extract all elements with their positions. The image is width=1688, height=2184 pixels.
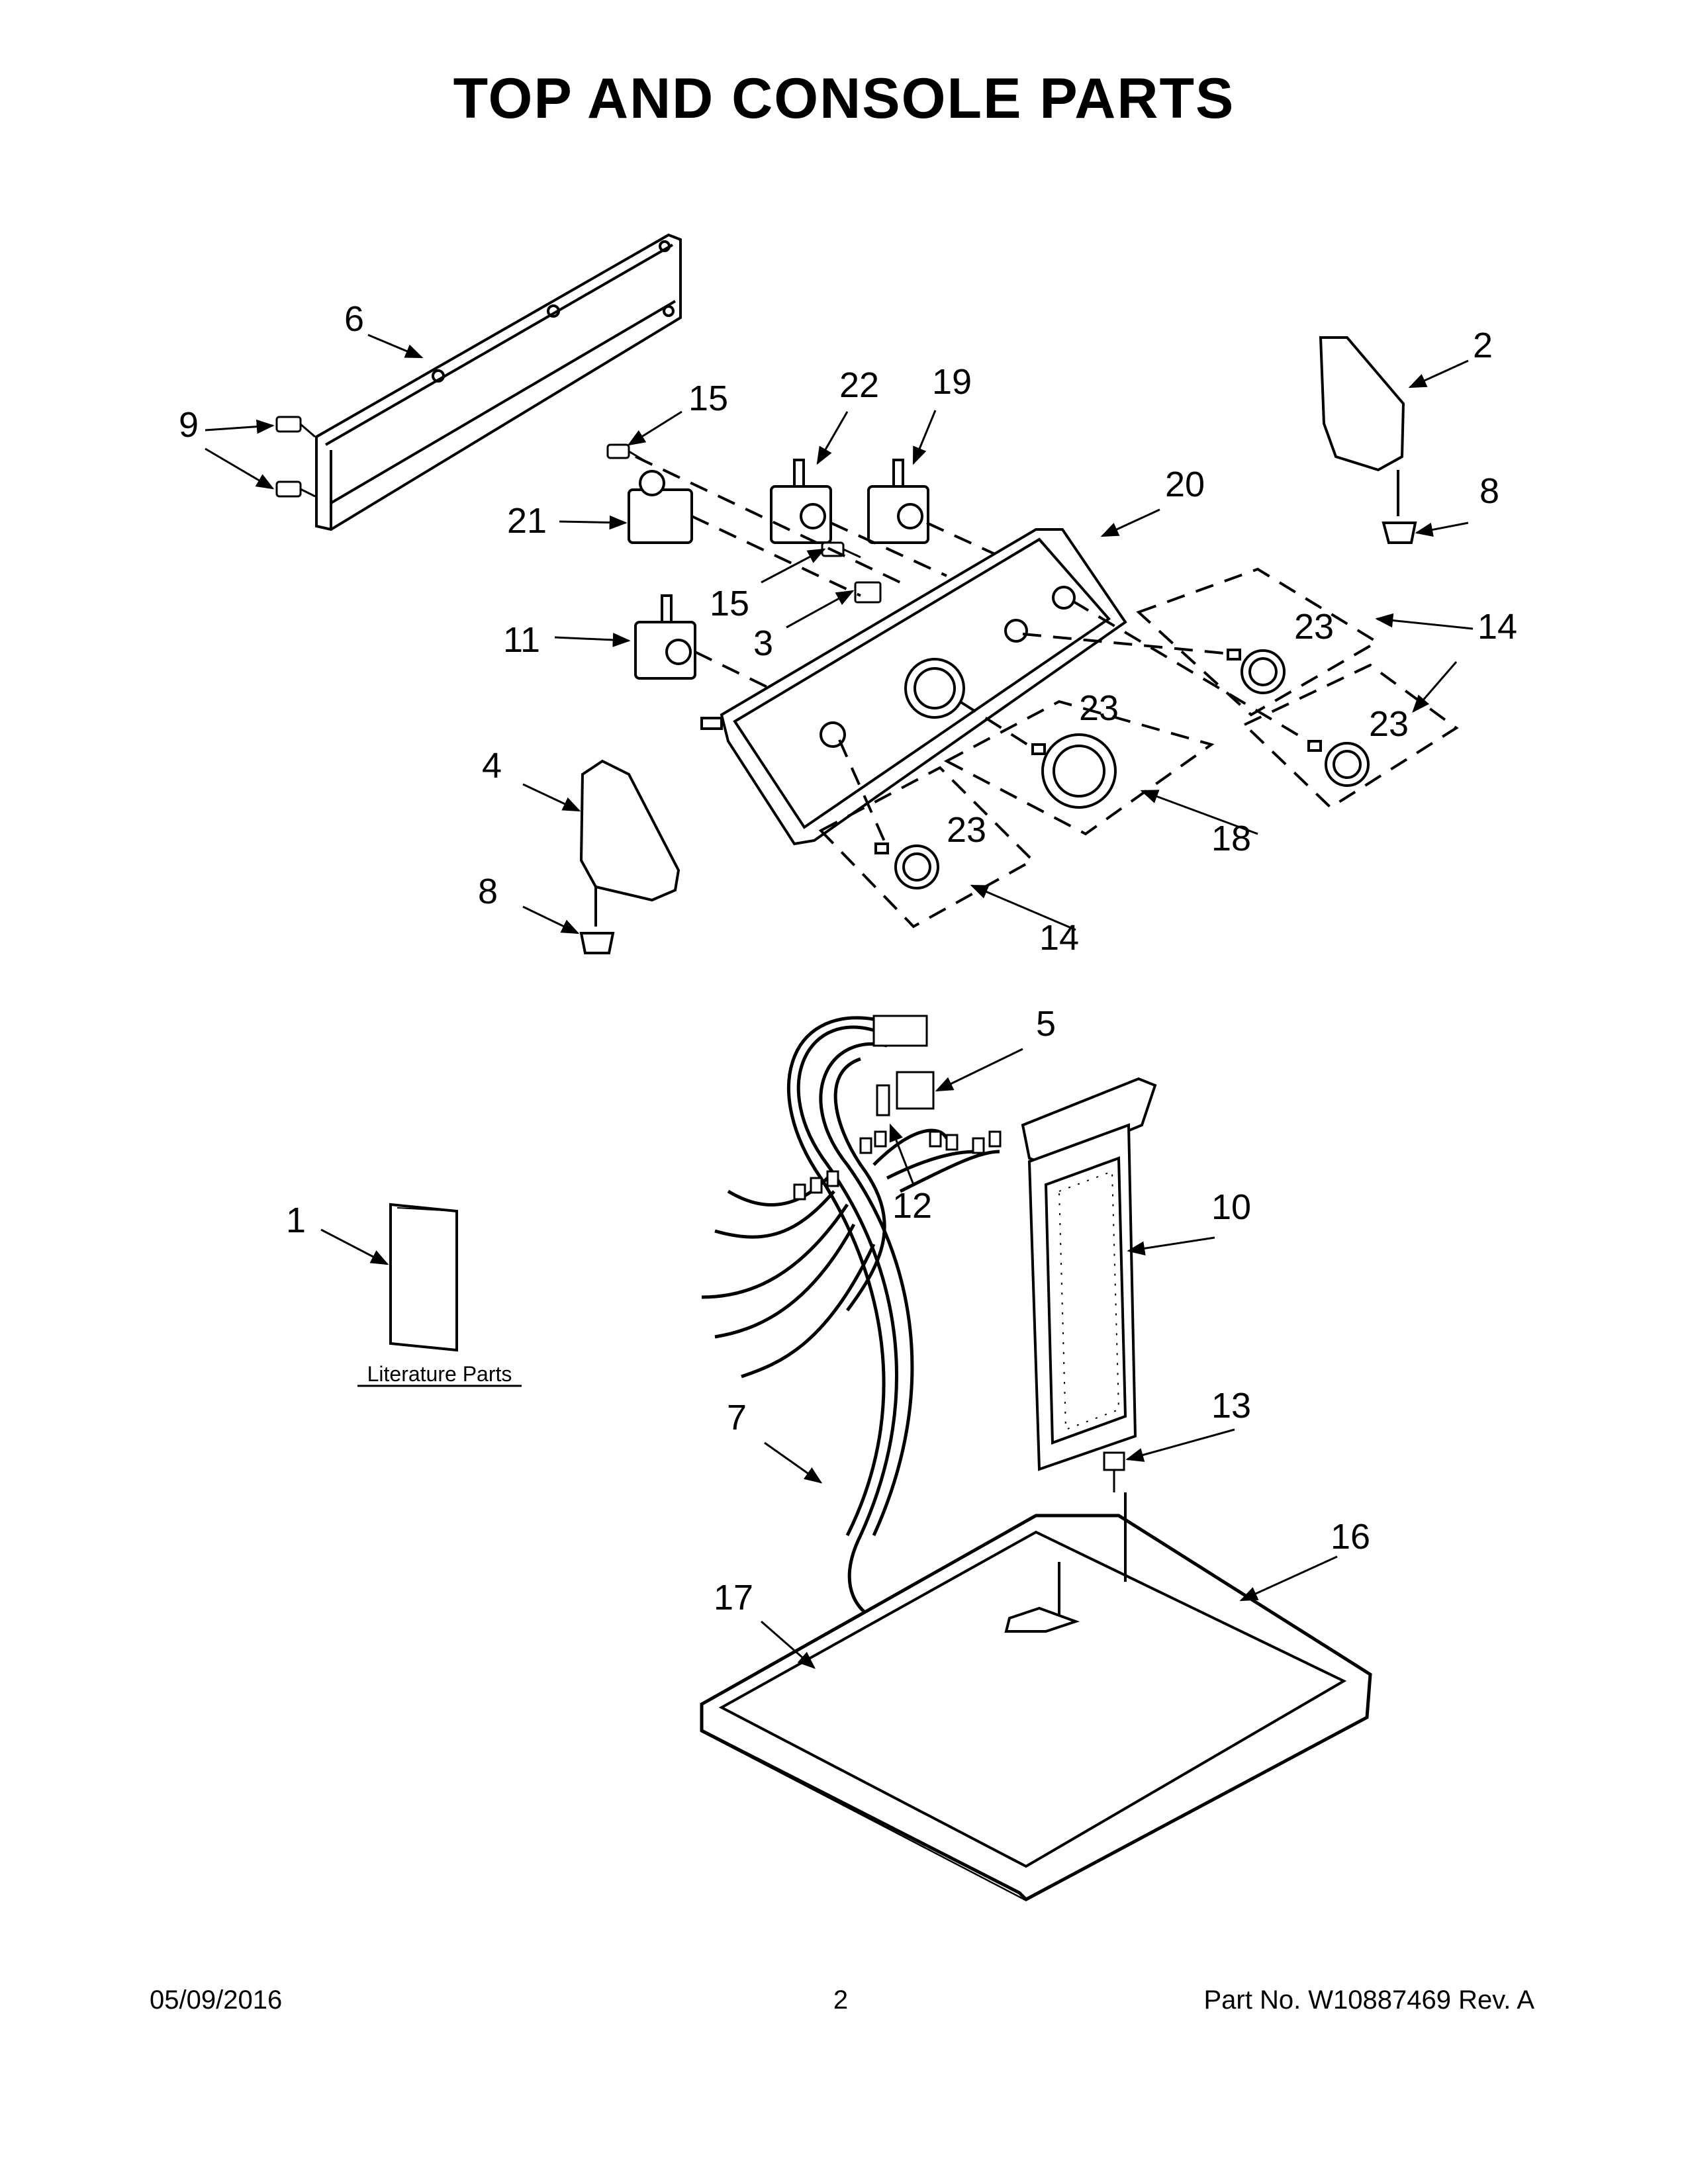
callout-17: 17: [714, 1578, 753, 1617]
rear-panel-part: [315, 233, 682, 531]
screw-13: [1103, 1451, 1125, 1492]
callout-6: 6: [344, 299, 364, 339]
callout-14-right: 14: [1477, 607, 1517, 647]
callout-10: 10: [1211, 1187, 1251, 1227]
callout-9: 9: [179, 405, 199, 445]
callout-15-top: 15: [688, 379, 728, 418]
callout-8-right: 8: [1479, 471, 1499, 511]
callout-12: 12: [892, 1186, 932, 1226]
callout-3: 3: [753, 623, 773, 663]
console-part: [700, 528, 1127, 846]
knob-18: [1041, 733, 1117, 809]
literature-part: [389, 1203, 458, 1352]
assembly-lines: [635, 455, 1007, 716]
callout-23-right-bottom: 23: [1369, 704, 1409, 744]
knob-assembly-lines: [818, 567, 1459, 929]
callout-15-bottom: 15: [710, 584, 749, 623]
callout-21: 21: [507, 501, 547, 541]
callout-20: 20: [1165, 465, 1205, 504]
callout-23-left: 23: [947, 810, 986, 850]
knob-14-a: [894, 844, 939, 889]
callout-22: 22: [839, 365, 879, 405]
callout-23-center: 23: [1079, 688, 1119, 728]
callout-1: 1: [286, 1201, 306, 1240]
wire-harness-part: [701, 1016, 1000, 1623]
callout-11: 11: [503, 620, 540, 660]
callout-14-bottom: 14: [1039, 918, 1079, 958]
callout-16: 16: [1331, 1517, 1370, 1557]
screw-part: [275, 416, 316, 498]
callout-7: 7: [727, 1398, 747, 1437]
callout-23-right-top: 23: [1294, 607, 1334, 647]
callout-2: 2: [1473, 326, 1493, 365]
callout-19: 19: [932, 362, 972, 402]
footer-page-number: 2: [833, 1985, 849, 2015]
lint-screen-part: [1021, 1077, 1157, 1471]
harness-connectors: [793, 1015, 1002, 1201]
end-cap-parts: [579, 336, 1417, 954]
knob-14-c: [1325, 742, 1370, 787]
page-title: TOP AND CONSOLE PARTS: [453, 67, 1235, 130]
footer-date: 05/09/2016: [150, 1985, 283, 2015]
callout-18: 18: [1211, 819, 1251, 858]
callout-5: 5: [1036, 1004, 1056, 1044]
callout-13: 13: [1211, 1386, 1251, 1426]
knob-14-b: [1241, 649, 1286, 694]
literature-parts-label: Literature Parts: [367, 1362, 512, 1386]
callout-4: 4: [482, 746, 502, 786]
footer-part-number: Part No. W10887469 Rev. A: [1203, 1985, 1534, 2015]
callout-8-left: 8: [478, 872, 498, 911]
switch-parts: [628, 459, 929, 680]
leader-arrows: [205, 334, 1474, 1669]
top-panel-part: [700, 1492, 1372, 1901]
knob-parts: [874, 649, 1370, 889]
